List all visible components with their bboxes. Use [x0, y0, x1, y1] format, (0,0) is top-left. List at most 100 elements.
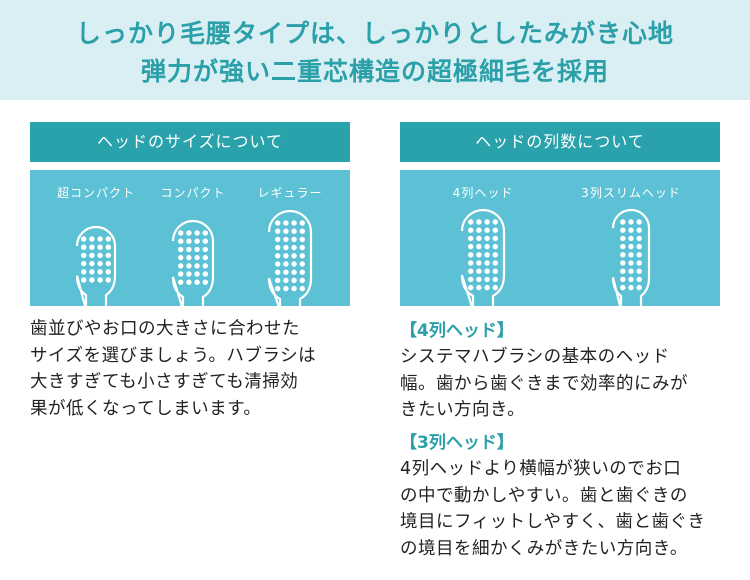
- bristle-tuft: [468, 268, 474, 274]
- bristle-tuft: [636, 219, 642, 225]
- label-compact: コンパクト: [160, 186, 226, 200]
- bristle-tuft: [628, 235, 634, 242]
- bristle-tuft: [194, 263, 200, 269]
- heading-4-row: 【4列ヘッド】: [400, 321, 514, 341]
- bristle-tuft: [186, 271, 192, 277]
- bristle-tuft: [89, 236, 95, 242]
- compact-brush-icon: [171, 219, 215, 306]
- description-line: の境目を細かくみがきたい方向き。: [400, 538, 688, 559]
- bristle-tuft: [202, 263, 208, 269]
- bristle-tuft: [105, 252, 112, 259]
- bristle-tuft: [636, 284, 642, 291]
- brush-head-outline: [460, 208, 506, 306]
- bristle-tuft: [492, 219, 498, 225]
- bristle-tuft: [628, 227, 634, 233]
- bristle-tuft: [476, 276, 482, 283]
- bristle-tuft: [97, 260, 103, 267]
- description-line: 境目にフィットしやすく、歯と歯ぐき: [400, 512, 706, 532]
- bristle-tuft: [194, 271, 200, 277]
- description-line: 歯並びやお口の大きさに合わせた: [30, 319, 300, 339]
- head-size-panel: 超コンパクト コンパクト レギュラー: [30, 170, 350, 306]
- bristle-tuft: [484, 260, 490, 266]
- bristle-tuft: [620, 268, 626, 274]
- bristle-tuft: [186, 263, 192, 269]
- bristle-tuft: [620, 276, 626, 283]
- bristle-tuft: [283, 261, 289, 267]
- bristle-tuft: [275, 277, 281, 284]
- bristle-tuft: [291, 277, 297, 284]
- bristle-tuft: [186, 238, 192, 244]
- bristle-tuft: [299, 277, 305, 284]
- bristle-tuft: [636, 243, 642, 250]
- bristle-tuft: [178, 246, 184, 253]
- label-3-row-slim-head: 3列スリムヘッド: [581, 186, 681, 200]
- bristle-tuft: [186, 230, 192, 236]
- bristle-tuft: [202, 279, 208, 285]
- bristle-tuft: [178, 230, 184, 236]
- brush-head-outline: [171, 219, 215, 306]
- bristle-tuft: [620, 235, 626, 242]
- bristle-tuft: [291, 220, 297, 226]
- bristle-tuft: [81, 269, 87, 275]
- bristle-tuft: [492, 276, 498, 283]
- bristle-tuft: [468, 227, 474, 233]
- regular-brush-icon: [267, 209, 313, 306]
- bristle-tuft: [476, 268, 482, 274]
- bristle-tuft: [468, 243, 474, 250]
- bristle-tuft: [97, 252, 103, 259]
- bristle-tuft: [468, 284, 474, 291]
- bristle-tuft: [484, 276, 490, 283]
- bristle-tuft: [628, 252, 634, 258]
- bristle-tuft: [636, 260, 642, 266]
- bristle-tuft: [194, 279, 200, 285]
- heading-3-row: 【3列ヘッド】: [400, 433, 514, 453]
- head-size-section: ヘッドのサイズについて 超コンパクト コンパクト レギュラー 歯並びやお口の大き…: [30, 122, 350, 419]
- bristle-tuft: [105, 269, 112, 275]
- bristle-tuft: [492, 268, 498, 274]
- bristle-tuft: [620, 227, 626, 233]
- bristle-tuft: [186, 246, 192, 253]
- bristle-tuft: [484, 252, 490, 258]
- bristle-tuft: [178, 263, 184, 269]
- head-size-description: 歯並びやお口の大きさに合わせた サイズを選びましょう。ハブラシは 大きすぎても小…: [30, 316, 360, 422]
- bristle-tuft: [283, 228, 289, 234]
- head-rows-section: ヘッドの列数について 4列ヘッド 3列スリムヘッド 【4列ヘッド】 システマハブ…: [400, 122, 720, 559]
- bristle-tuft: [194, 246, 200, 253]
- bristle-tuft: [97, 244, 103, 250]
- bristle-tuft: [283, 253, 289, 259]
- bristle-tuft: [628, 268, 634, 274]
- bristle-tuft: [492, 252, 498, 258]
- bristle-tuft: [89, 244, 95, 250]
- bristle-tuft: [275, 269, 281, 275]
- bristle-tuft: [299, 285, 305, 292]
- bristle-tuft: [275, 285, 281, 292]
- bristle-tuft: [97, 277, 103, 283]
- bristle-tuft: [636, 276, 642, 283]
- bristle-tuft: [492, 284, 498, 291]
- brush-head-outline: [267, 209, 313, 306]
- bristle-tuft: [484, 227, 490, 233]
- bristle-tuft: [492, 227, 498, 233]
- bristle-tuft: [636, 268, 642, 274]
- bristle-tuft: [484, 235, 490, 242]
- bristle-tuft: [620, 252, 626, 258]
- bristle-tuft: [468, 235, 474, 242]
- bristle-tuft: [291, 285, 297, 292]
- bristle-tuft: [283, 269, 289, 275]
- bristle-tuft: [299, 220, 305, 226]
- bristle-tuft: [468, 260, 474, 266]
- bristle-tuft: [275, 253, 281, 259]
- bristle-tuft: [202, 246, 208, 253]
- bristle-tuft: [628, 284, 634, 291]
- bristle-tuft: [620, 243, 626, 250]
- head-rows-panel: 4列ヘッド 3列スリムヘッド: [400, 170, 720, 306]
- bristle-tuft: [636, 227, 642, 233]
- bristle-tuft: [105, 236, 112, 242]
- description-line: システマハブラシの基本のヘッド: [400, 347, 670, 367]
- bristle-tuft: [628, 276, 634, 283]
- bristle-tuft: [275, 244, 281, 251]
- bristle-tuft: [620, 219, 626, 225]
- bristle-tuft: [291, 244, 297, 251]
- bristle-tuft: [81, 236, 87, 242]
- bristle-tuft: [81, 252, 87, 259]
